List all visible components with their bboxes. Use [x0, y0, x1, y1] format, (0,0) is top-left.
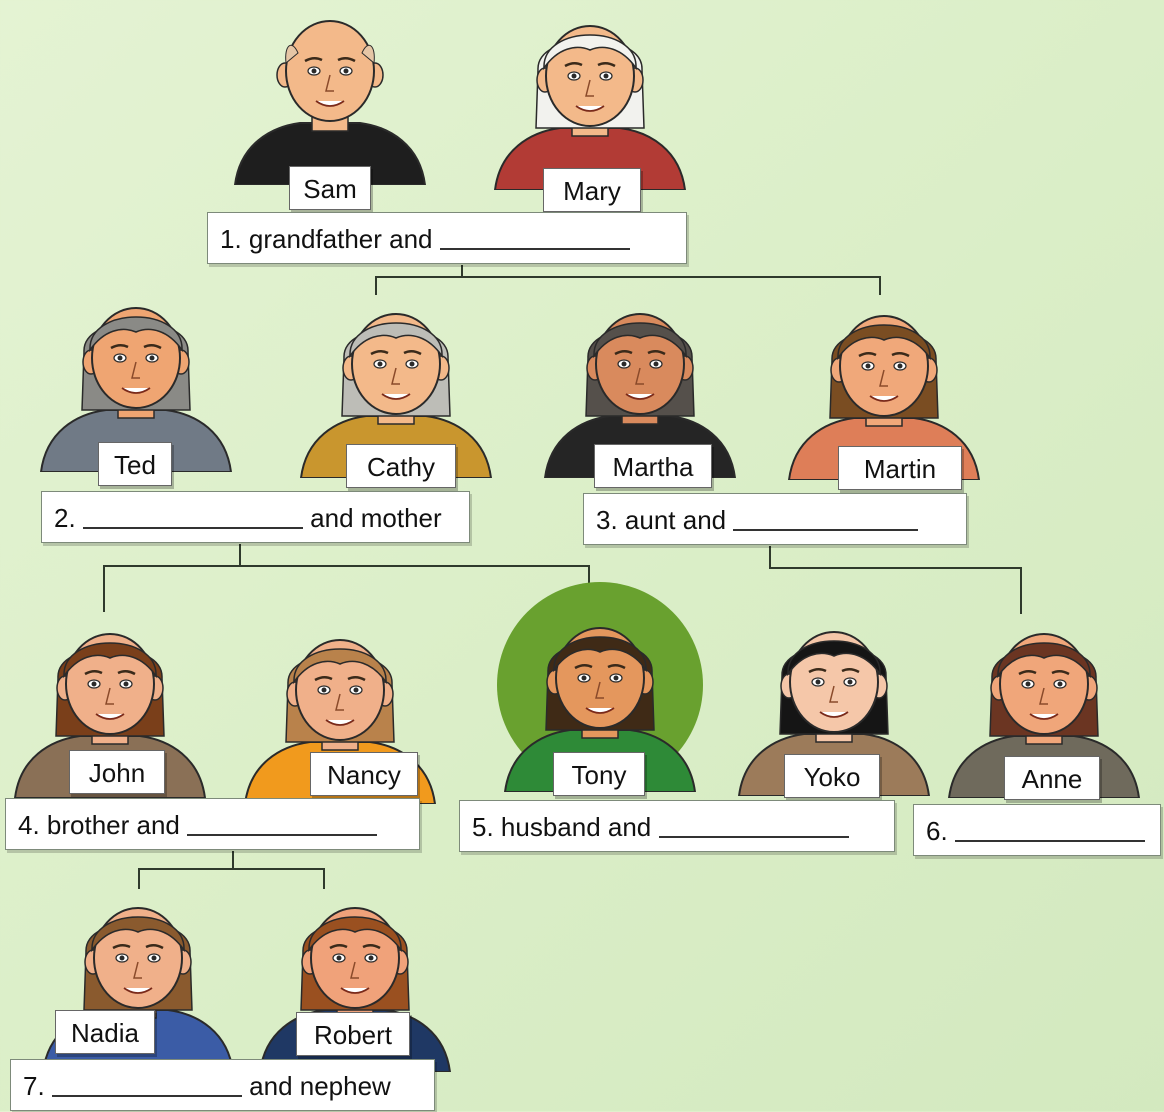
name-tag-mary: Mary: [543, 168, 641, 212]
name-tag-anne: Anne: [1004, 756, 1100, 800]
name-tag-martha: Martha: [594, 444, 712, 488]
connector-john-nancy-children: [138, 851, 325, 889]
portrait-illustration: [493, 25, 687, 190]
connector-martha-martin-child: [769, 546, 1022, 614]
name-tag-nancy: Nancy: [310, 752, 418, 796]
caption-2-prefix: 2.: [54, 503, 83, 533]
caption-6-blank[interactable]: [954, 814, 1145, 842]
caption-2: 2. and mother: [41, 491, 470, 543]
caption-6-text: 6.: [926, 816, 955, 846]
caption-5-blank[interactable]: [658, 810, 849, 838]
name-tag-yoko: Yoko: [784, 754, 880, 798]
caption-3-blank[interactable]: [733, 503, 919, 531]
name-tag-martin: Martin: [838, 446, 962, 490]
caption-4: 4. brother and: [5, 798, 420, 850]
caption-1-blank[interactable]: [439, 222, 630, 250]
caption-2-blank[interactable]: [82, 501, 303, 529]
caption-7-blank[interactable]: [51, 1069, 242, 1097]
caption-3: 3. aunt and: [583, 493, 967, 545]
connector-ted-cathy-children: [103, 544, 590, 612]
name-tag-sam: Sam: [289, 166, 371, 210]
caption-4-text: 4. brother and: [18, 810, 188, 840]
person-sam: [230, 5, 430, 185]
person-mary: [490, 10, 690, 190]
caption-2-suffix: and mother: [302, 503, 442, 533]
caption-5-text: 5. husband and: [472, 812, 659, 842]
caption-4-blank[interactable]: [187, 808, 378, 836]
portrait-illustration: [39, 307, 233, 472]
name-tag-robert: Robert: [296, 1012, 410, 1056]
name-tag-tony: Tony: [553, 752, 645, 796]
caption-7-prefix: 7.: [23, 1071, 52, 1101]
caption-7: 7. and nephew: [10, 1059, 435, 1111]
name-tag-john: John: [69, 750, 165, 794]
person-martin: [784, 300, 984, 480]
caption-1: 1. grandfather and: [207, 212, 687, 264]
name-tag-nadia: Nadia: [55, 1010, 155, 1054]
connector-sam-mary-children: [375, 265, 881, 295]
person-ted: [36, 292, 236, 472]
caption-3-text: 3. aunt and: [596, 505, 734, 535]
portrait-illustration: [233, 20, 427, 185]
caption-7-suffix: and nephew: [241, 1071, 391, 1101]
caption-1-text: 1. grandfather and: [220, 224, 440, 254]
caption-6: 6.: [913, 804, 1161, 856]
caption-5: 5. husband and: [459, 800, 895, 852]
name-tag-cathy: Cathy: [346, 444, 456, 488]
portrait-illustration: [787, 315, 981, 480]
name-tag-ted: Ted: [98, 442, 172, 486]
